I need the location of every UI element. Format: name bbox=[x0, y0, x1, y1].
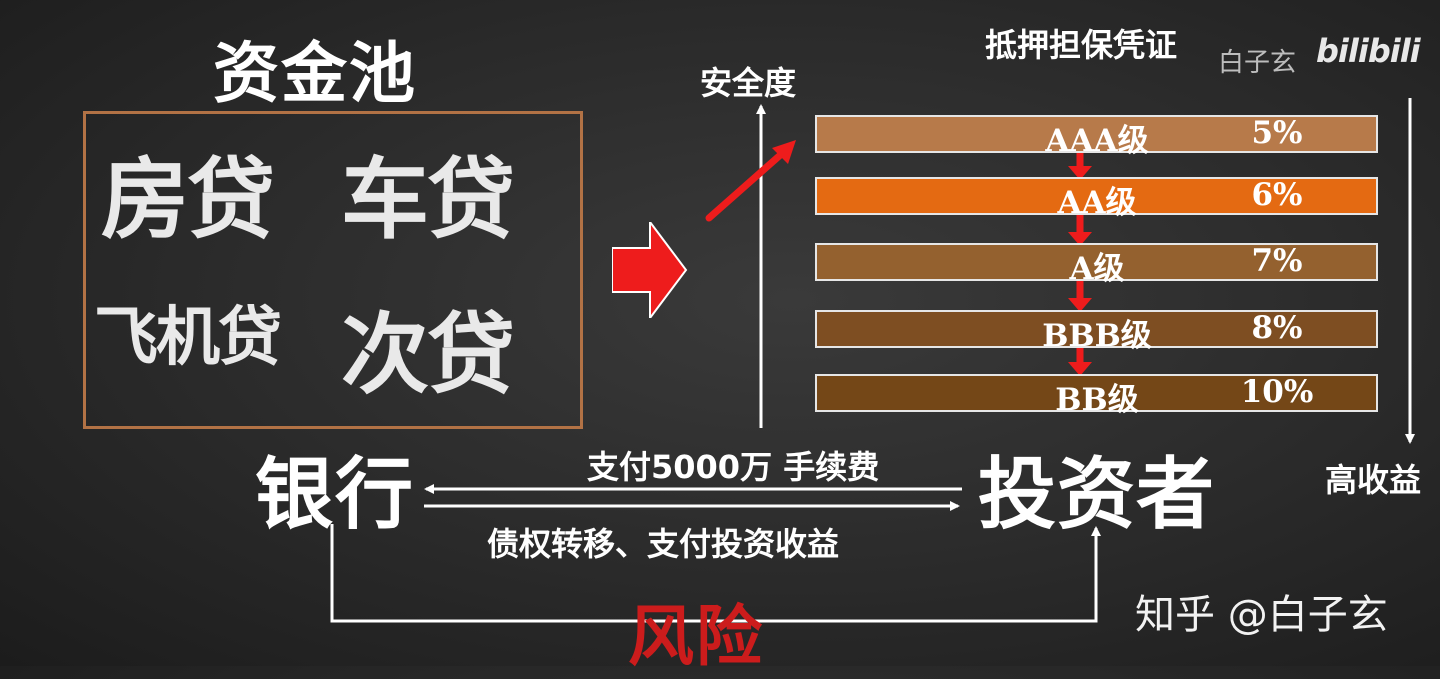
tranche-a: A级 7% bbox=[815, 243, 1378, 287]
loan-subprime: 次贷 bbox=[341, 303, 515, 406]
payment-label: 支付5000万 手续费 bbox=[587, 448, 880, 486]
rising-red-arrow bbox=[705, 146, 790, 222]
bilibili-logo: bilibili bbox=[1316, 32, 1421, 70]
tranche-rate: 10% bbox=[1240, 374, 1314, 410]
tranche-bbb: BBB级 8% bbox=[815, 310, 1378, 354]
tranche-bb: BB级 10% bbox=[815, 374, 1378, 418]
loan-mortgage: 房贷 bbox=[101, 148, 275, 251]
bank-label: 银行 bbox=[255, 450, 416, 540]
loan-pool-box: 房贷 车贷 飞机贷 次贷 bbox=[83, 111, 583, 429]
tranche-rate: 5% bbox=[1251, 115, 1303, 151]
tranche-aaa: AAA级 5% bbox=[815, 115, 1378, 159]
pool-title: 资金池 bbox=[213, 35, 417, 112]
investor-label: 投资者 bbox=[978, 450, 1216, 540]
tranche-name: A级 bbox=[1069, 251, 1125, 287]
rising-red-arrow-head bbox=[772, 140, 796, 164]
loan-aircraft: 飞机贷 bbox=[94, 301, 282, 375]
tranche-rate: 8% bbox=[1251, 310, 1303, 346]
collateral-label: 抵押担保凭证 bbox=[985, 26, 1178, 64]
tranche-rate: 6% bbox=[1251, 177, 1303, 213]
tranche-aa: AA级 6% bbox=[815, 177, 1378, 221]
yield-label: 高收益 bbox=[1325, 461, 1422, 499]
risk-label: 风险 bbox=[628, 598, 764, 675]
tranche-cascade-arrows bbox=[1068, 140, 1092, 376]
tranche-name: AAA级 bbox=[1045, 123, 1149, 159]
tranche-rate: 7% bbox=[1251, 243, 1303, 279]
tranche-name: BBB级 bbox=[1042, 318, 1152, 354]
tranche-name: BB级 bbox=[1055, 382, 1139, 418]
big-right-arrow-icon bbox=[612, 222, 688, 318]
return-label: 债权转移、支付投资收益 bbox=[487, 525, 840, 563]
zhihu-watermark: 知乎 @白子玄 bbox=[1135, 592, 1388, 638]
bili-author-watermark: 白子玄 bbox=[1218, 48, 1297, 78]
risk-loop-line bbox=[330, 524, 1101, 623]
safety-label: 安全度 bbox=[700, 64, 797, 102]
tranche-name: AA级 bbox=[1057, 185, 1137, 221]
loan-auto: 车贷 bbox=[341, 148, 515, 251]
